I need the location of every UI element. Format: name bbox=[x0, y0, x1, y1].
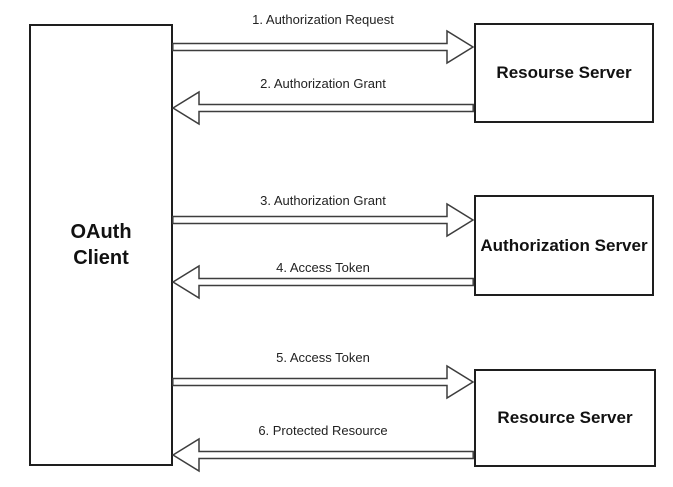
resourse-server-label: Resourse Server bbox=[496, 63, 632, 82]
message-label-authorization-request: 1. Authorization Request bbox=[252, 12, 394, 27]
message-label-protected-resource: 6. Protected Resource bbox=[258, 423, 388, 438]
resource-server-label: Resource Server bbox=[497, 408, 633, 427]
arrow-left-icon bbox=[172, 90, 474, 126]
oauth-client-box: OAuth Client bbox=[29, 24, 173, 466]
message-label-authorization-grant-3: 3. Authorization Grant bbox=[260, 193, 386, 208]
arrow-left-icon bbox=[172, 437, 474, 473]
resource-server-box: Resource Server bbox=[474, 369, 656, 467]
resourse-server-box: Resourse Server bbox=[474, 23, 654, 123]
arrow-right-icon bbox=[172, 364, 474, 400]
message-label-access-token-4: 4. Access Token bbox=[276, 260, 370, 275]
oauth-client-label-line2: Client bbox=[73, 247, 129, 269]
message-label-access-token-5: 5. Access Token bbox=[276, 350, 370, 365]
arrow-right-icon bbox=[172, 202, 474, 238]
authorization-server-label: Authorization Server bbox=[480, 235, 648, 255]
arrow-right-icon bbox=[172, 29, 474, 65]
arrow-left-icon bbox=[172, 264, 474, 300]
oauth-client-label: OAuth Client bbox=[70, 219, 131, 271]
authorization-server-box: Authorization Server bbox=[474, 195, 654, 296]
message-label-authorization-grant-2: 2. Authorization Grant bbox=[260, 76, 386, 91]
oauth-client-label-line1: OAuth bbox=[70, 221, 132, 243]
